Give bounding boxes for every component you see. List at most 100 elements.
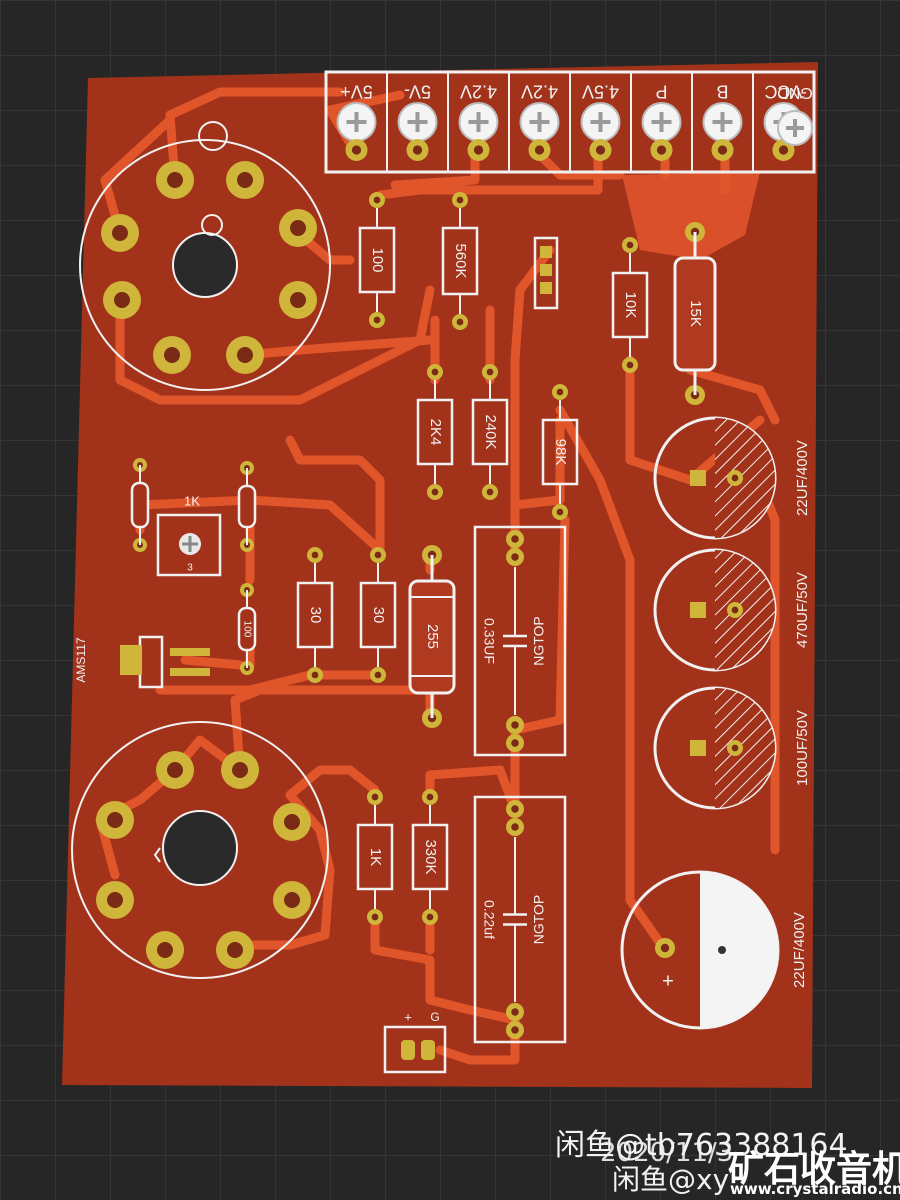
terminal-label: P: [655, 81, 667, 101]
resistor-1k-bottom-label: 1K: [367, 848, 384, 866]
screw-slot: [712, 112, 733, 132]
pad-hole: [371, 913, 379, 921]
screw-slot: [786, 119, 804, 137]
resistor-2k4: [416, 398, 454, 466]
pad-hole: [656, 145, 667, 155]
resistor-30-b-label: 30: [370, 607, 387, 624]
resistor-255-label: 255: [424, 624, 441, 649]
tube-socket-bottom: [71, 721, 329, 979]
pad-hole: [511, 1008, 519, 1016]
resistor-255: [408, 579, 456, 695]
pad-hole: [778, 145, 789, 155]
jumper-pin: [540, 282, 552, 294]
pad-hole: [426, 793, 434, 801]
power-header-g: G: [430, 1010, 439, 1024]
electrolytic-bottom-stripe: [700, 872, 778, 1028]
electrolytic-22uf-400v-top-label: 22UF/400V: [794, 440, 811, 516]
resistor-330k: [411, 823, 449, 891]
resistor-560k-label: 560K: [452, 243, 469, 278]
pad-hole: [374, 551, 382, 559]
screw-slot: [590, 112, 611, 132]
regulator-label: AMS117: [74, 637, 88, 682]
pad-hole: [232, 762, 248, 778]
pad-hole: [534, 145, 545, 155]
pad-hole: [486, 488, 494, 496]
pad-hole: [373, 316, 381, 324]
power-header: [383, 1025, 447, 1074]
watermark-xianyu-1: 闲鱼@tb763388164: [555, 1128, 848, 1163]
watermark-xianyu-2: 闲鱼@xy: [612, 1163, 730, 1196]
resistor-330k-label: 330K: [422, 839, 439, 874]
jumper-header: [533, 236, 559, 310]
pad-hole: [157, 942, 173, 958]
film-cap-022-value: 0.22uf: [481, 900, 497, 939]
film-cap-033: [473, 525, 567, 757]
screw-slot: [346, 112, 367, 132]
resistor-small-a: [130, 481, 150, 529]
pad-hole: [290, 220, 306, 236]
resistor-30-b: [359, 581, 397, 649]
resistor-10k-label: 10K: [622, 292, 639, 319]
resistor-98k-label: 98K: [552, 439, 569, 466]
pad-hole: [717, 145, 728, 155]
pad-hole: [511, 535, 519, 543]
pad-hole: [114, 292, 130, 308]
tube-socket-top: [79, 121, 331, 391]
pad-hole: [556, 388, 564, 396]
resistor-10k: [611, 271, 649, 339]
film-cap-022: [473, 795, 567, 1044]
pad-hole: [107, 812, 123, 828]
resistor-100-small: [237, 606, 257, 652]
resistor-15k: [673, 256, 717, 372]
resistor-240k: [471, 398, 509, 466]
pad-hole: [595, 145, 606, 155]
pad-hole: [431, 488, 439, 496]
electrolytic-470uf-50v-label: 470UF/50V: [794, 572, 811, 648]
terminal-label: GND: [777, 84, 813, 101]
pad-hole: [371, 793, 379, 801]
pad-hole: [373, 196, 381, 204]
terminal-label: 5V+: [340, 81, 373, 101]
resistor-30-a: [296, 581, 334, 649]
pad-hole: [456, 196, 464, 204]
power-pin: [401, 1040, 415, 1060]
pad-hole: [431, 368, 439, 376]
trimmer-1k-label: 1K: [184, 493, 200, 508]
regulator-lead: [170, 648, 210, 656]
electrolytic-22uf-400v-top-stripe: [715, 418, 775, 538]
pad-hole: [731, 606, 739, 614]
pad-hole: [556, 508, 564, 516]
pad-hole: [167, 762, 183, 778]
pad-hole: [167, 172, 183, 188]
electrolytic-100uf-50v-label: 100UF/50V: [794, 710, 811, 786]
cap-square-pad: [690, 602, 706, 618]
pad-hole: [412, 145, 423, 155]
pad-hole: [626, 241, 634, 249]
resistor-100-label: 100: [369, 247, 386, 272]
electrolytic-plus-label: +: [662, 970, 674, 992]
cap-minus-hole: [718, 946, 726, 954]
pad-hole: [511, 1026, 519, 1034]
pad-hole: [511, 805, 519, 813]
pad-hole: [164, 347, 180, 363]
resistor-560k: [441, 226, 479, 296]
pad-hole: [237, 172, 253, 188]
electrolytic-100uf-50v-stripe: [715, 688, 775, 808]
pad-hole: [486, 368, 494, 376]
film-cap-022-brand: NGTOP: [531, 895, 547, 945]
jumper-pin: [540, 246, 552, 258]
pad-hole: [227, 942, 243, 958]
pad-hole: [374, 671, 382, 679]
electrolytic-470uf-50v-stripe: [715, 550, 775, 670]
regulator-lead: [170, 668, 210, 676]
terminal-label: 5V-: [404, 81, 431, 101]
pad-hole: [660, 943, 670, 953]
trimmer-pot: [156, 513, 222, 577]
screw-slot: [651, 112, 672, 132]
film-cap-033-value: 0.33UF: [481, 618, 497, 664]
watermark-date: 2020/11/3: [600, 1138, 734, 1168]
pad-hole: [311, 551, 319, 559]
